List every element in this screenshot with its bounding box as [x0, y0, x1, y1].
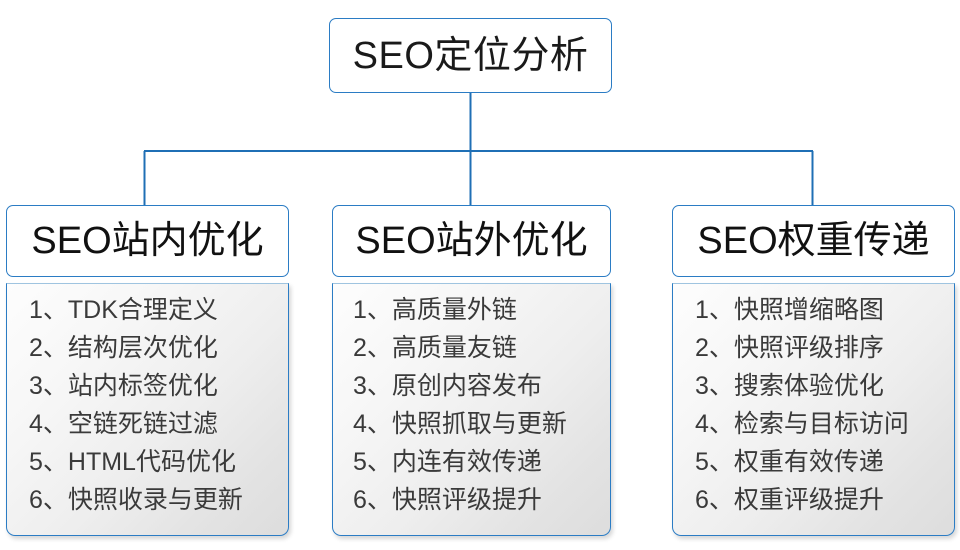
list-item: 5、内连有效传递	[353, 448, 542, 476]
branch-column-2: SEO站外优化 1、高质量外链 2、高质量友链 3、原创内容发布 4、快照抓取与…	[332, 205, 611, 536]
branch-header-title-3: SEO权重传递	[697, 220, 930, 262]
root-node-title: SEO定位分析	[352, 34, 589, 77]
branch-header-2[interactable]: SEO站外优化	[332, 205, 611, 277]
list-item: 6、快照评级提升	[353, 486, 542, 514]
list-item: 3、搜索体验优化	[695, 372, 884, 400]
branch-header-1[interactable]: SEO站内优化	[6, 205, 289, 277]
list-item: 6、权重评级提升	[695, 486, 884, 514]
list-item: 1、TDK合理定义	[29, 296, 218, 324]
list-item: 3、站内标签优化	[29, 372, 218, 400]
branch-header-3[interactable]: SEO权重传递	[672, 205, 955, 277]
list-item: 4、检索与目标访问	[695, 410, 909, 438]
branch-body-1: 1、TDK合理定义 2、结构层次优化 3、站内标签优化 4、空链死链过滤 5、H…	[6, 283, 289, 536]
branch-column-1: SEO站内优化 1、TDK合理定义 2、结构层次优化 3、站内标签优化 4、空链…	[6, 205, 289, 536]
list-item: 1、快照增缩略图	[695, 296, 884, 324]
branch-body-3: 1、快照增缩略图 2、快照评级排序 3、搜索体验优化 4、检索与目标访问 5、权…	[672, 283, 955, 536]
list-item: 1、高质量外链	[353, 296, 517, 324]
list-item: 2、高质量友链	[353, 334, 517, 362]
list-item: 2、快照评级排序	[695, 334, 884, 362]
branch-header-title-1: SEO站内优化	[31, 220, 264, 262]
list-item: 2、结构层次优化	[29, 334, 218, 362]
branch-header-title-2: SEO站外优化	[355, 220, 588, 262]
branch-column-3: SEO权重传递 1、快照增缩略图 2、快照评级排序 3、搜索体验优化 4、检索与…	[672, 205, 955, 536]
list-item: 5、权重有效传递	[695, 448, 884, 476]
list-item: 4、快照抓取与更新	[353, 410, 567, 438]
branch-body-2: 1、高质量外链 2、高质量友链 3、原创内容发布 4、快照抓取与更新 5、内连有…	[332, 283, 611, 536]
list-item: 4、空链死链过滤	[29, 410, 218, 438]
list-item: 6、快照收录与更新	[29, 486, 243, 514]
list-item: 3、原创内容发布	[353, 372, 542, 400]
root-node[interactable]: SEO定位分析	[329, 18, 612, 93]
list-item: 5、HTML代码优化	[29, 448, 236, 476]
